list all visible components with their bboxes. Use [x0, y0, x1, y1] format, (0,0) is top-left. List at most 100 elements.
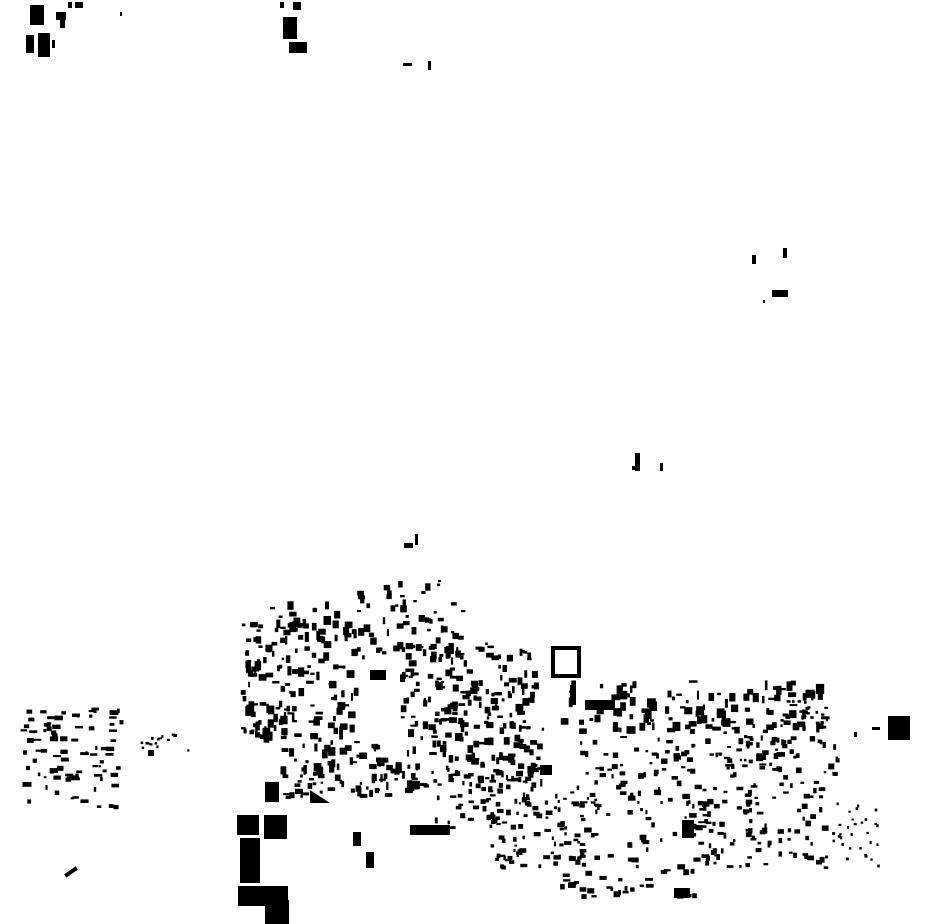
building [470, 680, 478, 686]
building [762, 729, 768, 733]
building [410, 691, 415, 698]
building [710, 850, 715, 855]
building [344, 633, 352, 638]
building [47, 716, 56, 720]
building [579, 801, 588, 804]
building [316, 630, 320, 641]
building [65, 773, 74, 777]
building [488, 737, 494, 746]
building [667, 797, 673, 802]
building [70, 797, 74, 800]
building [297, 780, 302, 783]
building [280, 766, 287, 775]
building [553, 855, 560, 860]
building [323, 641, 332, 649]
building [283, 712, 287, 718]
building [667, 727, 676, 733]
building [423, 784, 429, 788]
building [749, 737, 754, 741]
building [673, 756, 679, 762]
building [486, 652, 494, 658]
building [273, 713, 278, 723]
building [460, 655, 464, 660]
building [116, 766, 121, 770]
building [802, 816, 805, 821]
building [318, 737, 322, 742]
building [433, 779, 438, 783]
building [697, 690, 699, 700]
building [705, 861, 710, 866]
building [836, 802, 839, 806]
building [270, 607, 276, 610]
building [332, 620, 339, 629]
building [511, 777, 520, 782]
building [460, 813, 464, 819]
building [467, 699, 472, 706]
building [639, 884, 645, 887]
building [506, 774, 509, 781]
building [490, 844, 495, 848]
building [300, 774, 303, 778]
building [349, 757, 354, 765]
building [620, 690, 628, 700]
building [450, 773, 458, 777]
building [307, 665, 311, 668]
building [267, 705, 275, 715]
building [100, 776, 103, 782]
building [692, 803, 695, 809]
building [278, 615, 283, 618]
building [788, 851, 793, 854]
building [523, 814, 528, 817]
building [762, 750, 769, 755]
building [864, 818, 868, 821]
building [573, 838, 579, 842]
building [739, 758, 742, 762]
building [786, 681, 793, 691]
building [545, 810, 553, 815]
building [110, 739, 117, 742]
building [768, 697, 777, 701]
building [90, 753, 98, 756]
building [452, 712, 458, 715]
building [832, 839, 835, 843]
building [464, 731, 468, 736]
building [514, 734, 521, 742]
building [473, 740, 480, 748]
building [723, 832, 727, 839]
building [503, 723, 507, 729]
building [589, 717, 594, 721]
building [156, 745, 159, 749]
building [75, 773, 79, 777]
building [657, 737, 660, 742]
building [570, 791, 575, 794]
building [743, 809, 750, 814]
building [689, 813, 697, 818]
building [54, 790, 60, 795]
building [772, 767, 777, 771]
building [553, 806, 557, 810]
building [283, 17, 297, 39]
building [639, 722, 646, 731]
building [781, 739, 785, 746]
building [455, 805, 462, 810]
building [701, 825, 707, 828]
building [698, 821, 706, 824]
building [400, 716, 405, 719]
building [256, 629, 261, 632]
building [611, 773, 614, 779]
building [96, 805, 102, 808]
building [783, 775, 788, 780]
building [390, 605, 396, 612]
building [145, 742, 150, 745]
building [403, 697, 409, 704]
building [405, 614, 409, 618]
building [491, 754, 496, 761]
building [447, 704, 451, 709]
building [756, 755, 764, 762]
building [376, 788, 380, 791]
building [450, 602, 457, 606]
building [575, 859, 581, 865]
building [294, 783, 301, 787]
building [245, 706, 252, 716]
building [29, 730, 38, 733]
